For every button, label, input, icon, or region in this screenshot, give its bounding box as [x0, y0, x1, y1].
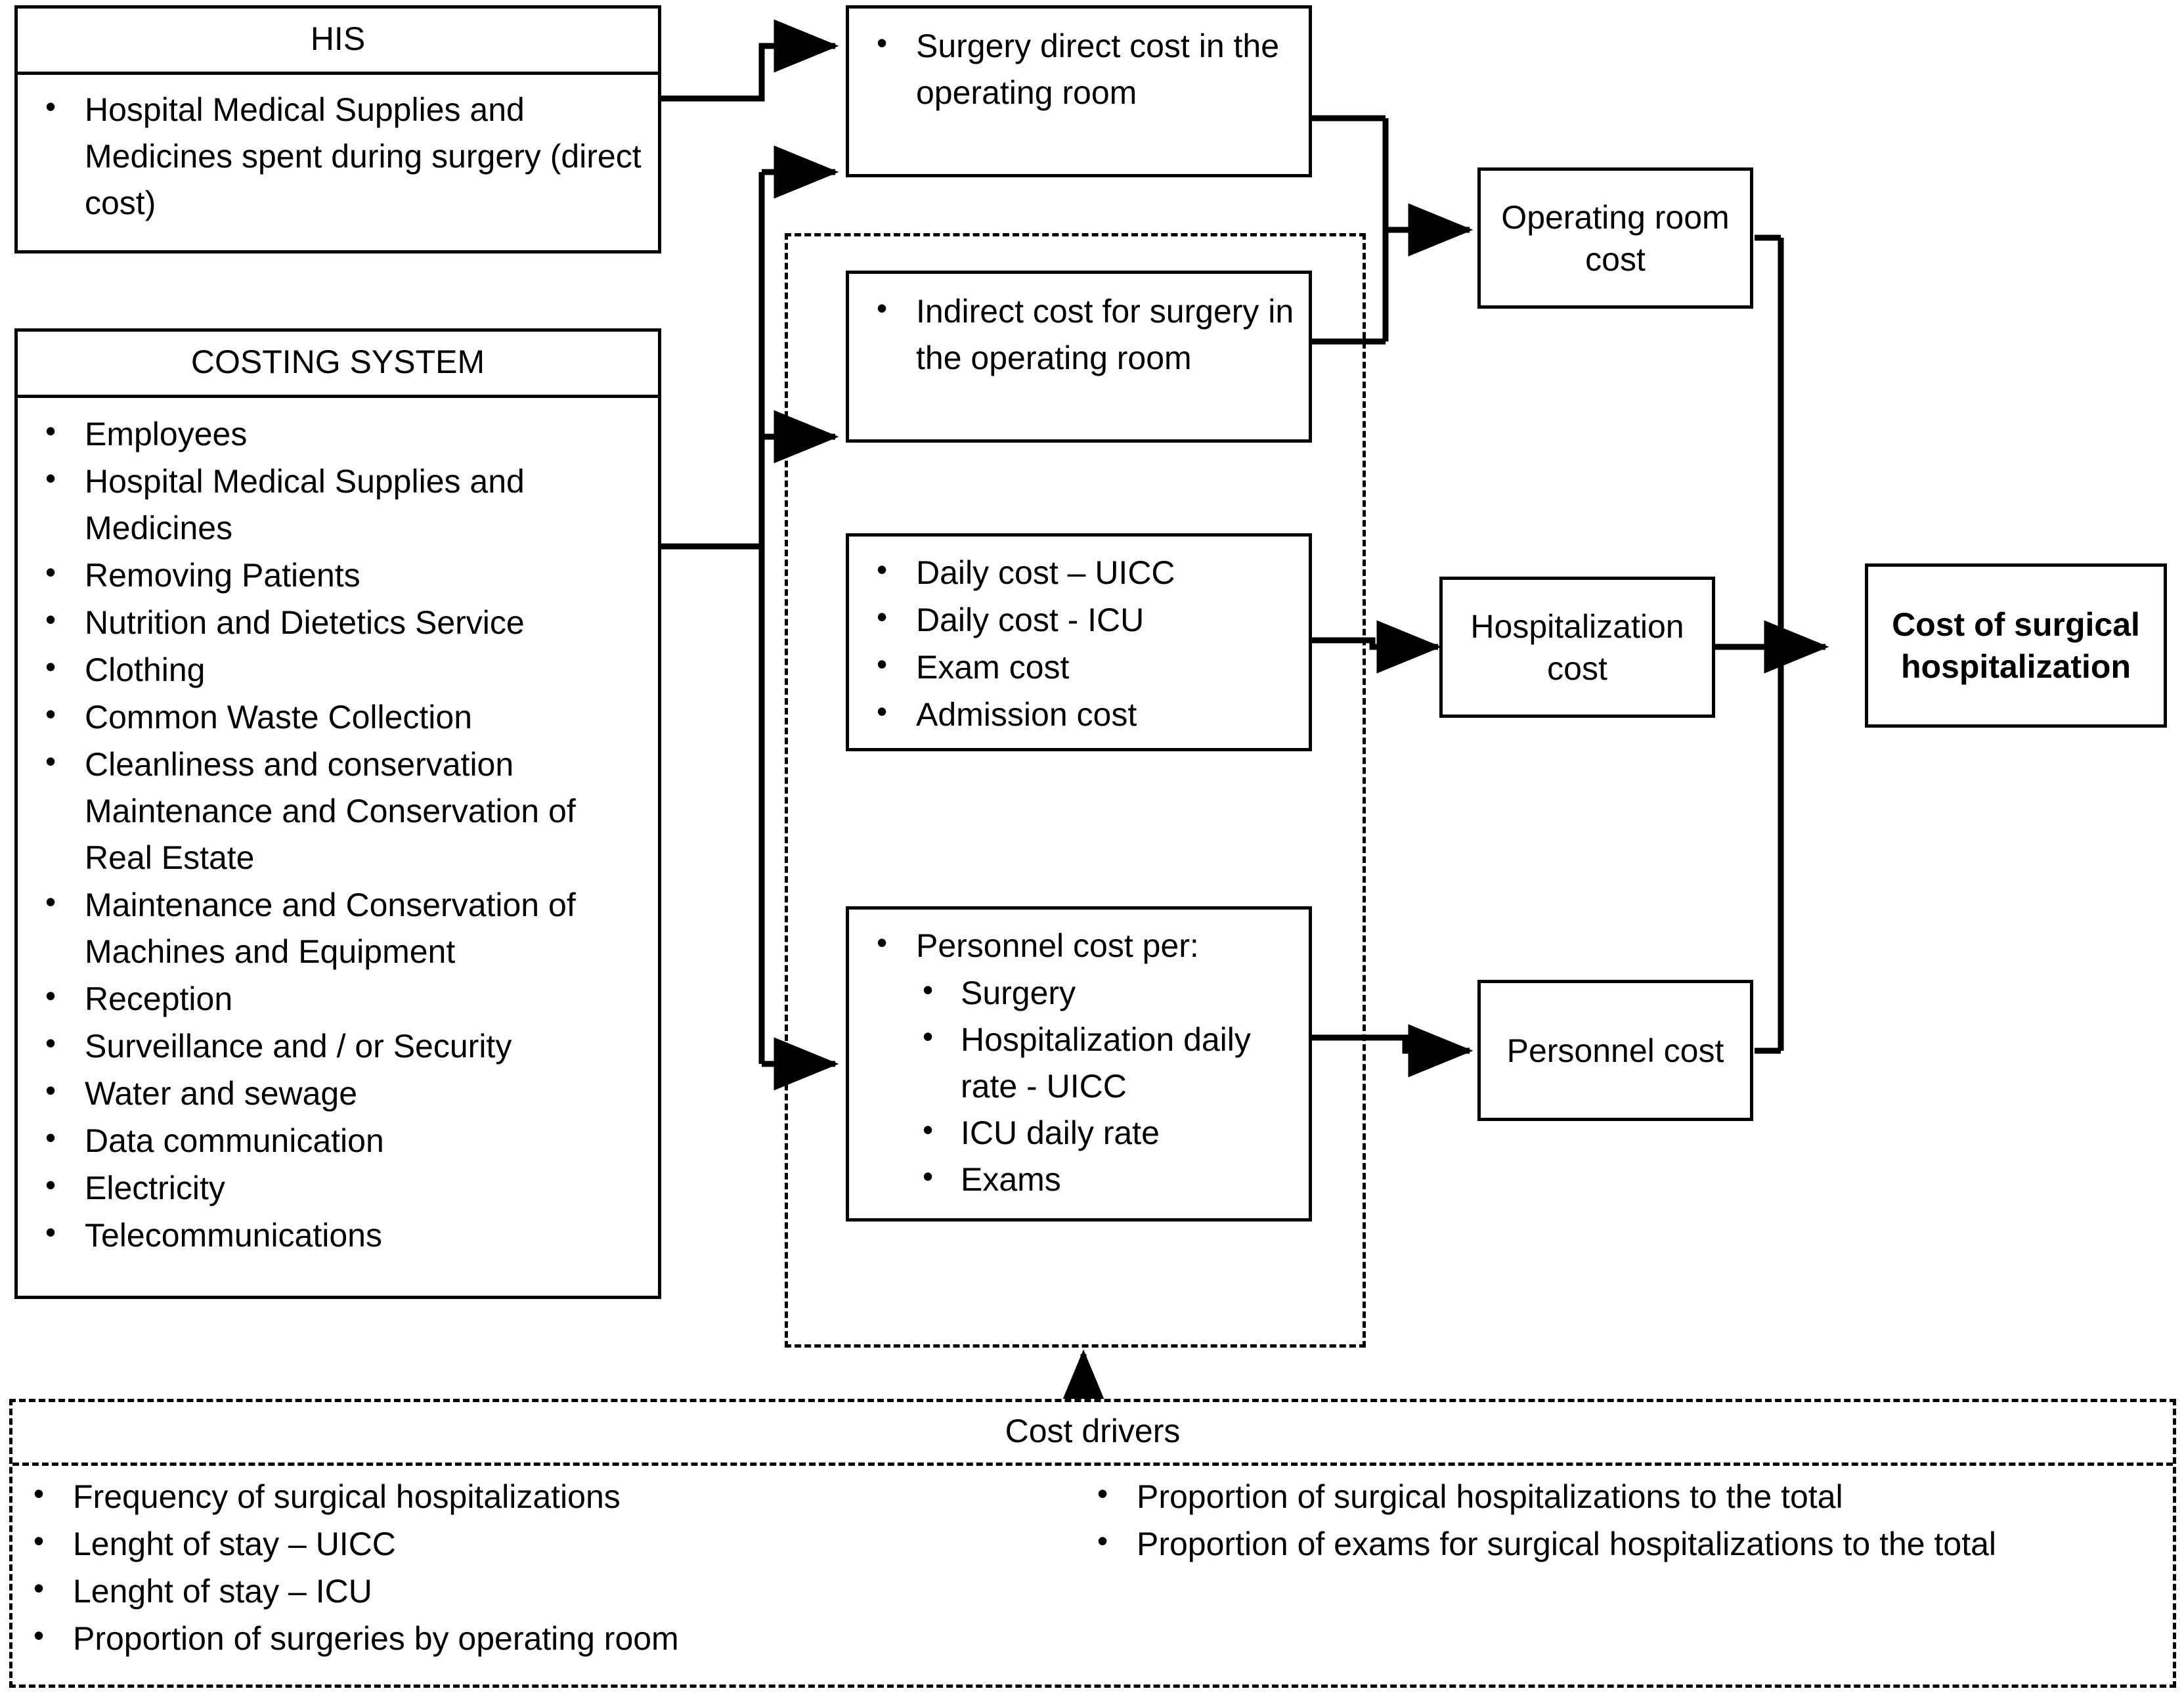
list-item: Exam cost: [862, 643, 1298, 691]
list-item: Frequency of surgical hospitalizations: [19, 1472, 1076, 1520]
list-item: Telecommunications: [31, 1211, 647, 1259]
list-item: Proportion of exams for surgical hospita…: [1083, 1520, 2147, 1568]
cost-drivers-right-column: Proportion of surgical hospitalizations …: [1076, 1472, 2173, 1663]
indirect-cost-box: Indirect cost for surgery in the operati…: [846, 271, 1312, 443]
personnel-costs-body: Personnel cost per: Surgery Hospitalizat…: [849, 910, 1309, 1215]
list-item: Personnel cost per:: [862, 921, 1298, 969]
list-item: Lenght of stay – ICU: [19, 1567, 1076, 1615]
list-item: Removing Patients: [31, 551, 647, 599]
list-item: Proportion of surgeries by operating roo…: [19, 1614, 1076, 1662]
list-item: Reception: [31, 975, 647, 1023]
list-item: Common Waste Collection: [31, 693, 647, 741]
operating-room-cost-label: Operating room cost: [1501, 198, 1730, 278]
list-item: Employees: [31, 410, 647, 458]
list-item: Data communication: [31, 1116, 647, 1164]
list-item: Daily cost – UICC: [862, 548, 1298, 596]
list-item: Proportion of surgical hospitalizations …: [1083, 1472, 2147, 1520]
list-item: Electricity: [31, 1164, 647, 1212]
list-item: Cleanliness and conservation Maintenance…: [31, 740, 647, 881]
wire-to-final-cost: [1714, 234, 1829, 1054]
hospitalization-cost-box: Hospitalization cost: [1439, 577, 1715, 718]
personnel-cost-box: Personnel cost: [1477, 980, 1753, 1121]
indirect-cost-body: Indirect cost for surgery in the operati…: [849, 274, 1309, 394]
list-item: Hospitalization daily rate - UICC: [909, 1015, 1298, 1110]
list-item: Hospital Medical Supplies and Medicines: [31, 457, 647, 552]
list-item: Nutrition and Dietetics Service: [31, 598, 647, 646]
list-item: Hospital Medical Supplies and Medicines …: [31, 85, 647, 227]
daily-costs-box: Daily cost – UICC Daily cost - ICU Exam …: [846, 533, 1312, 751]
list-item: Indirect cost for surgery in the operati…: [862, 287, 1298, 382]
personnel-cost-label: Personnel cost: [1506, 1032, 1724, 1069]
personnel-costs-box: Personnel cost per: Surgery Hospitalizat…: [846, 906, 1312, 1222]
costing-system-header: COSTING SYSTEM: [18, 332, 658, 398]
hospitalization-cost-label: Hospitalization cost: [1470, 607, 1684, 687]
costing-system-box: COSTING SYSTEM Employees Hospital Medica…: [14, 328, 661, 1299]
surgery-direct-cost-box: Surgery direct cost in the operating roo…: [846, 5, 1312, 177]
his-header: HIS: [18, 9, 658, 75]
list-item: Surgery direct cost in the operating roo…: [862, 22, 1298, 116]
cost-drivers-panel: Cost drivers Frequency of surgical hospi…: [9, 1399, 2176, 1688]
list-item: Maintenance and Conservation of Machines…: [31, 881, 647, 975]
list-item: Exams: [909, 1155, 1298, 1203]
list-item: Water and sewage: [31, 1069, 647, 1117]
his-box: HIS Hospital Medical Supplies and Medici…: [14, 5, 661, 253]
wire-his-to-surgery-direct: [660, 19, 839, 102]
cost-drivers-left-column: Frequency of surgical hospitalizations L…: [12, 1472, 1076, 1663]
list-item: Clothing: [31, 646, 647, 693]
daily-costs-body: Daily cost – UICC Daily cost - ICU Exam …: [849, 537, 1309, 751]
list-item: Daily cost - ICU: [862, 596, 1298, 644]
final-cost-label: Cost of surgical hospitalization: [1892, 606, 2140, 685]
list-item: Lenght of stay – UICC: [19, 1520, 1076, 1568]
list-item: Surgery: [909, 969, 1298, 1017]
list-item: Admission cost: [862, 690, 1298, 738]
final-cost-box: Cost of surgical hospitalization: [1865, 563, 2167, 728]
list-item: Surveillance and / or Security: [31, 1022, 647, 1070]
list-item: ICU daily rate: [909, 1109, 1298, 1156]
costing-system-body: Employees Hospital Medical Supplies and …: [18, 398, 658, 1271]
cost-drivers-title: Cost drivers: [12, 1402, 2173, 1466]
surgery-direct-cost-body: Surgery direct cost in the operating roo…: [849, 9, 1309, 129]
indirect-cost-grouping: [785, 233, 1366, 1348]
operating-room-cost-box: Operating room cost: [1477, 167, 1753, 309]
his-body: Hospital Medical Supplies and Medicines …: [18, 75, 658, 239]
